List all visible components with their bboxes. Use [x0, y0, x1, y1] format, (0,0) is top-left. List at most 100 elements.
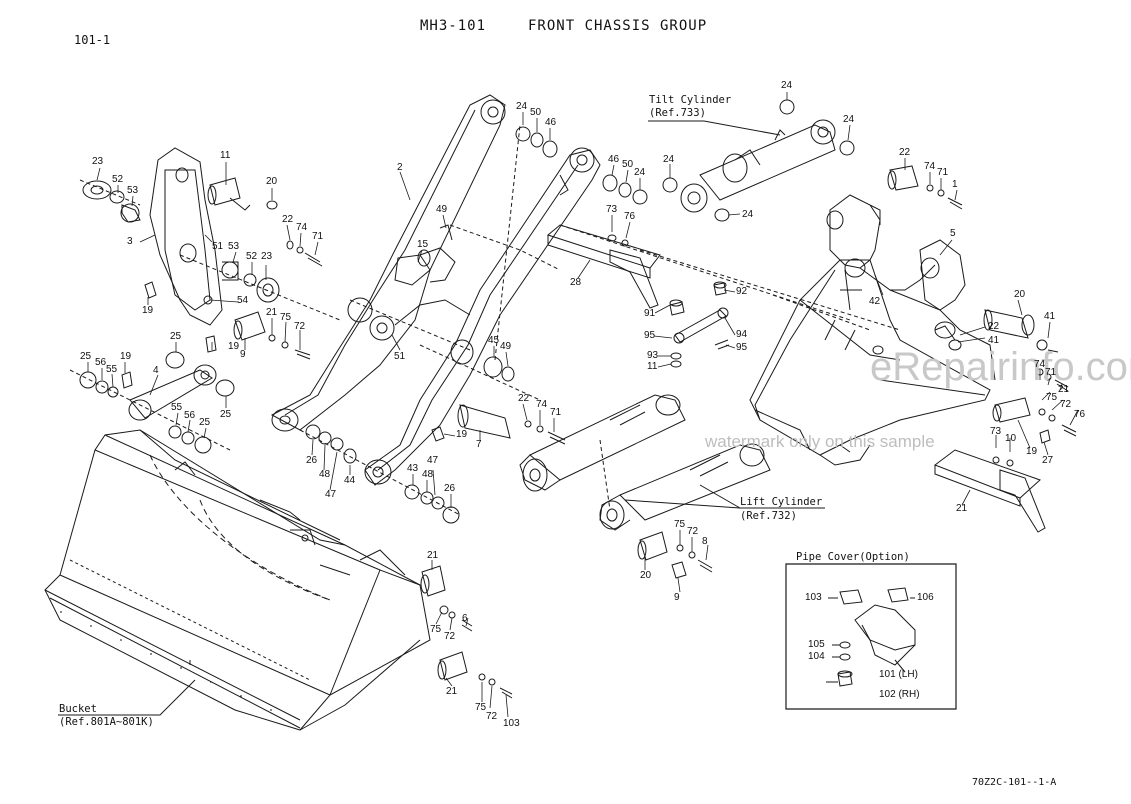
- pipe-cover-rh-label: 102 (RH): [879, 689, 920, 700]
- link-4-drawing: [70, 352, 234, 453]
- part-number: 74: [1034, 359, 1046, 370]
- part-number: 95: [736, 342, 748, 353]
- part-number: 53: [127, 185, 139, 196]
- part-number: 48: [319, 469, 331, 480]
- tilt-cylinder-ref: (Ref.733): [649, 107, 706, 119]
- part-number: 19: [456, 429, 468, 440]
- part-number: 9: [240, 349, 246, 360]
- part-number: 21: [1058, 384, 1070, 395]
- part-number: 20: [266, 176, 278, 187]
- part-number: 75: [1046, 392, 1058, 403]
- part-number: 20: [1014, 289, 1026, 300]
- part-number: 6: [462, 613, 468, 624]
- arm-bushings-drawing: [300, 125, 647, 523]
- part-number: 52: [246, 251, 258, 262]
- pin-7-drawing: [432, 405, 565, 444]
- bracket-3-drawing: [80, 148, 340, 359]
- part-number: 43: [407, 463, 419, 474]
- part-number: 23: [92, 156, 104, 167]
- part-number: 55: [171, 402, 183, 413]
- part-number: 22: [282, 214, 294, 225]
- part-number: 21: [266, 307, 278, 318]
- drawing-code: 70Z2C-101--1-A: [972, 777, 1057, 788]
- group-code: MH3-101: [420, 18, 487, 34]
- part-number: 22: [518, 393, 530, 404]
- part-number: 25: [80, 351, 92, 362]
- part-number: 20: [640, 570, 652, 581]
- tilt-cylinder-label: Tilt Cylinder: [649, 94, 732, 106]
- part-number: 24: [781, 80, 793, 91]
- part-number: 74: [296, 222, 308, 233]
- part-number: 24: [742, 209, 754, 220]
- part-number: 15: [417, 239, 429, 250]
- part-number: 52: [112, 174, 124, 185]
- part-number: 71: [937, 167, 949, 178]
- part-number: 41: [988, 335, 1000, 346]
- group-title: FRONT CHASSIS GROUP: [528, 18, 708, 34]
- lift-arm-right-drawing: [350, 148, 600, 485]
- part-number: 72: [1060, 399, 1072, 410]
- part-number: 71: [312, 231, 324, 242]
- part-number: 51: [394, 351, 406, 362]
- part-number: 19: [120, 351, 132, 362]
- part-number: 9: [674, 592, 680, 603]
- part-number: 71: [550, 407, 562, 418]
- part-number: 75: [674, 519, 686, 530]
- part-number: 21: [956, 503, 968, 514]
- part-number: 22: [988, 321, 1000, 332]
- part-number: 50: [530, 107, 542, 118]
- part-number: 75: [430, 624, 442, 635]
- link-91-95-drawing: [670, 282, 729, 367]
- part-number: 19: [228, 341, 240, 352]
- part-number: 105: [808, 639, 825, 650]
- part-number: 45: [488, 335, 500, 346]
- pipe-cover-title: Pipe Cover(Option): [796, 551, 910, 563]
- part-number: 50: [622, 159, 634, 170]
- front-chassis-frame-drawing: [420, 166, 1076, 465]
- part-number: 21: [446, 686, 458, 697]
- watermark-note: watermark only on this sample: [705, 432, 935, 451]
- part-number: 24: [663, 154, 675, 165]
- part-number: 74: [536, 399, 548, 410]
- part-number: 92: [736, 286, 748, 297]
- part-number: 56: [184, 410, 196, 421]
- pipe-cover-lh-label: 101 (LH): [879, 669, 918, 680]
- part-number: 8: [702, 536, 708, 547]
- page-reference: 101-1: [74, 33, 111, 47]
- pipe-cover-inset-drawing: [786, 564, 956, 709]
- part-number: 55: [106, 364, 118, 375]
- bucket-drawing: [45, 430, 430, 730]
- part-number: 75: [280, 312, 292, 323]
- part-number: 49: [436, 204, 448, 215]
- part-number: 22: [899, 147, 911, 158]
- part-number: 2: [397, 162, 403, 173]
- part-number: 28: [570, 277, 582, 288]
- part-number: 47: [427, 455, 439, 466]
- part-number: 93: [647, 350, 659, 361]
- part-number: 74: [924, 161, 936, 172]
- part-number: 25: [199, 417, 211, 428]
- callout-leaders: [58, 121, 825, 715]
- part-number: 94: [736, 329, 748, 340]
- part-number: 7: [476, 439, 482, 450]
- part-number: 5: [950, 228, 956, 239]
- part-number: 24: [843, 114, 855, 125]
- part-number: 41: [1044, 311, 1056, 322]
- part-number: 51: [212, 241, 224, 252]
- part-number: 95: [644, 330, 656, 341]
- part-number: 72: [486, 711, 498, 722]
- part-number: 44: [344, 475, 356, 486]
- part-number: 72: [444, 631, 456, 642]
- lift-arm-2-drawing: [272, 95, 505, 431]
- part-number: 23: [261, 251, 273, 262]
- part-number: 42: [869, 296, 881, 307]
- part-number: 91: [644, 308, 656, 319]
- part-number: 47: [325, 489, 337, 500]
- part-number: 1: [952, 179, 958, 190]
- part-number: 11: [647, 361, 658, 372]
- part-number: 104: [808, 651, 825, 662]
- part-number: 26: [306, 455, 318, 466]
- part-number: 25: [220, 409, 232, 420]
